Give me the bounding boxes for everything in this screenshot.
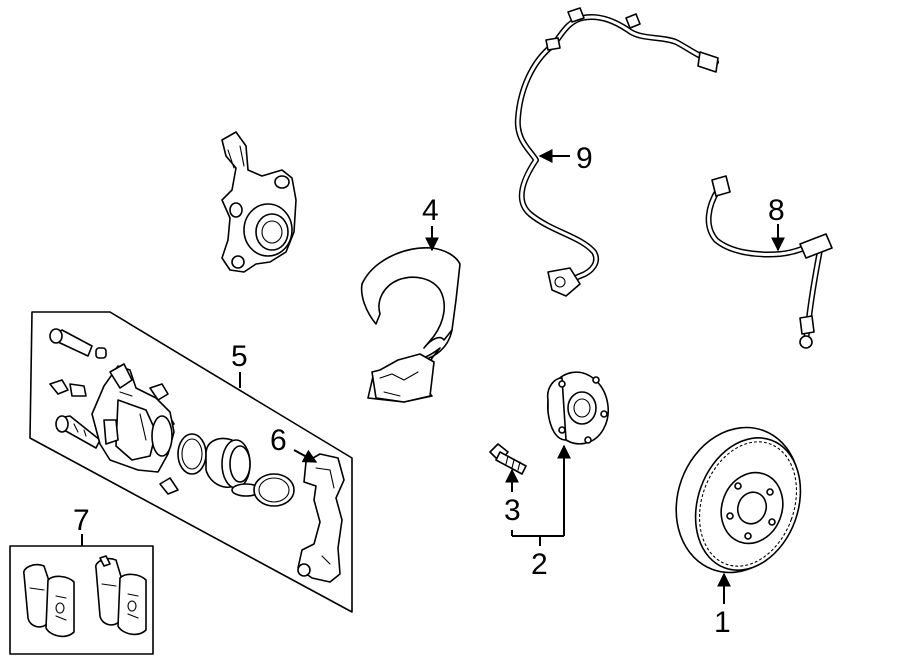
guide-pin-lower bbox=[55, 415, 101, 449]
hub-bolt bbox=[489, 443, 527, 475]
abs-sensor-wire bbox=[514, 7, 719, 297]
callout-8: 8 bbox=[768, 194, 785, 227]
steering-knuckle bbox=[221, 131, 297, 273]
hub-bearing bbox=[546, 371, 609, 445]
piston-seal bbox=[177, 433, 207, 475]
brake-rotor bbox=[675, 426, 802, 574]
caliper-piston bbox=[205, 437, 261, 497]
brake-hose bbox=[705, 175, 833, 349]
brake-pads-right bbox=[95, 555, 147, 636]
callout-3: 3 bbox=[504, 494, 521, 527]
callout-leaders bbox=[81, 149, 785, 604]
guide-pin-bolt bbox=[49, 328, 107, 359]
caliper-bracket bbox=[297, 453, 345, 583]
callout-7: 7 bbox=[73, 504, 90, 537]
piston-boot bbox=[253, 473, 295, 507]
callout-4: 4 bbox=[422, 194, 439, 227]
callout-6: 6 bbox=[270, 424, 287, 457]
callout-9: 9 bbox=[576, 142, 593, 175]
callout-5: 5 bbox=[231, 340, 248, 373]
callout-2: 2 bbox=[531, 548, 548, 581]
callout-1: 1 bbox=[714, 606, 731, 639]
bleeder-screws bbox=[49, 379, 87, 397]
dust-shield bbox=[360, 247, 461, 403]
brake-pads-left bbox=[23, 563, 75, 638]
caliper-housing bbox=[91, 363, 175, 473]
